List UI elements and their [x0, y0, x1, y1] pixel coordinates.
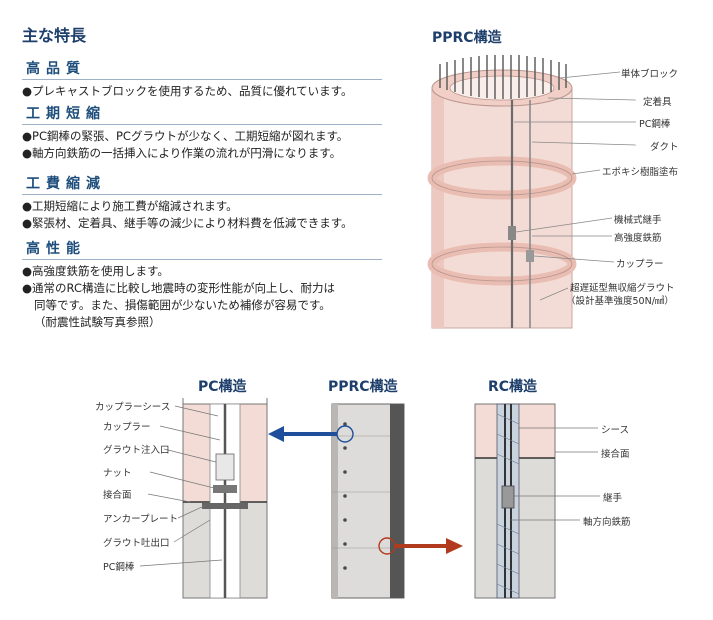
- bullet-text: ●工期短縮により施工費が縮減されます。: [22, 199, 238, 213]
- label-high-strength-rebar: 高強度鉄筋: [614, 233, 662, 244]
- label-axial-rebar: 軸方向鉄筋: [583, 517, 631, 528]
- pprc-diagram-title: PPRC構造: [432, 30, 502, 46]
- label-pc-bar: PC鋼棒: [639, 119, 671, 130]
- section-schedule: 工期短縮 ●PC鋼棒の緊張、PCグラウトが少なく、工期短縮が図れます。 ●軸方向…: [22, 103, 382, 162]
- pc-structure-title: PC構造: [198, 379, 247, 395]
- bullet-text: ●PC鋼棒の緊張、PCグラウトが少なく、工期短縮が図れます。: [22, 129, 349, 143]
- label-grout: 超遅延型無収縮グラウト: [570, 283, 675, 294]
- rc-structure-title: RC構造: [488, 379, 538, 395]
- label-design-strength: （設計基準強度50N/㎟）: [566, 296, 674, 307]
- label-single-block: 単体ブロック: [621, 69, 679, 80]
- arrow-to-pc: [268, 426, 337, 442]
- label-rc-joint-surface: 接合面: [601, 449, 630, 460]
- bullet-text: ●通常のRC構造に比較し地震時の変形性能が向上し、耐力は: [22, 281, 335, 295]
- pprc-column-drawing: [331, 403, 405, 599]
- label-pc-joint-surface: 接合面: [103, 490, 132, 501]
- features-title: 主な特長: [22, 26, 87, 45]
- bullet-text: ●高強度鉄筋を使用します。: [22, 264, 169, 278]
- top-rebars: [439, 55, 567, 99]
- label-pc-coupler: カップラー: [103, 422, 151, 433]
- pprc-leader-lines: [514, 71, 637, 301]
- mechanical-coupler: [508, 226, 516, 240]
- label-epoxy: エポキシ樹脂塗布: [602, 167, 679, 178]
- section-heading: 高品質: [22, 58, 382, 80]
- coupler: [526, 250, 534, 262]
- pc-structure-drawing: [182, 398, 268, 599]
- section-performance: 高性能 ●高強度鉄筋を使用します。 ●通常のRC構造に比較し地震時の変形性能が向…: [22, 238, 382, 331]
- pprc-column: [431, 87, 573, 329]
- label-duct: ダクト: [650, 142, 679, 153]
- section-heading: 工期短縮: [22, 103, 382, 125]
- label-coupler: カップラー: [616, 259, 664, 270]
- pprc-structure-title: PPRC構造: [328, 379, 398, 395]
- joint-ring-1-edge: [431, 160, 573, 196]
- label-sheath: シース: [601, 425, 630, 436]
- column-shade: [432, 88, 444, 328]
- bullet-continuation: 同等です。また、損傷範囲が少ないため補修が容易です。: [34, 298, 331, 312]
- bullet-text: ●プレキャストブロックを使用するため、品質に優れています。: [22, 84, 353, 98]
- rc-structure-drawing: [474, 403, 556, 599]
- bullet-text: ●軸方向鉄筋の一括挿入により作業の流れが円滑になります。: [22, 146, 342, 160]
- arrow-to-rc: [395, 538, 463, 554]
- label-grout-inlet: グラウト注入口: [103, 445, 170, 456]
- label-pc-steel-bar: PC鋼棒: [103, 562, 135, 573]
- section-cost: 工費縮減 ●工期短縮により施工費が縮減されます。 ●緊張材、定着具、継手等の減少…: [22, 173, 382, 232]
- bullet-text: ●緊張材、定着具、継手等の減少により材料費を低減できます。: [22, 216, 353, 230]
- joint-ring-2-edge: [431, 246, 573, 282]
- section-quality: 高品質 ●プレキャストブロックを使用するため、品質に優れています。: [22, 58, 382, 100]
- pc-leader-lines: [139, 405, 223, 567]
- label-anchor-plate: アンカープレート: [103, 514, 179, 525]
- label-anchorage: 定着具: [643, 97, 672, 108]
- rc-leader-lines: [511, 427, 600, 521]
- label-mech-coupler: 機械式継手: [614, 215, 662, 226]
- label-nut: ナット: [103, 468, 132, 479]
- section-heading: 高性能: [22, 238, 382, 260]
- label-coupler-sheath: カップラーシース: [95, 402, 171, 413]
- section-heading: 工費縮減: [22, 173, 382, 195]
- top-ring-inner: [449, 75, 555, 101]
- label-splice: 継手: [603, 493, 623, 504]
- bullet-continuation: （耐震性試験写真参照）: [34, 315, 161, 329]
- label-grout-outlet: グラウト吐出口: [103, 538, 170, 549]
